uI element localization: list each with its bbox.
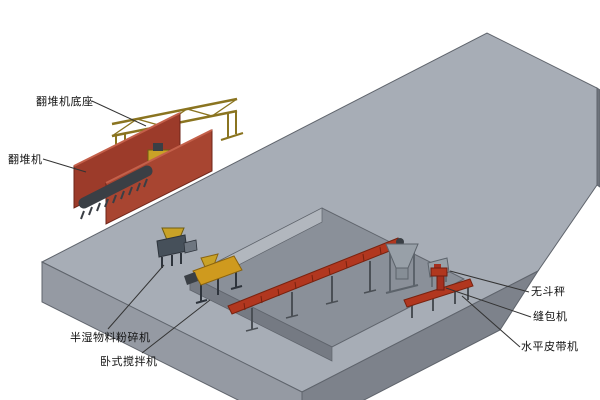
hbelt-belt — [403, 278, 474, 308]
turner-wall-back-top-edge — [73, 112, 181, 167]
label-turner: 翻堆机 — [8, 153, 43, 166]
label-turner-base: 翻堆机底座 — [36, 95, 94, 108]
mixer-motor — [184, 272, 198, 285]
crusher-motor — [183, 239, 198, 254]
conveyor-feet — [245, 289, 377, 332]
label-scale: 无斗秤 — [531, 285, 566, 298]
horizontal-belt-conveyor — [403, 278, 474, 318]
label-sewing-machine: 缝包机 — [533, 310, 568, 323]
label-mixer: 卧式搅拌机 — [100, 355, 158, 368]
weighing-hopper — [385, 243, 450, 294]
hopper-discharge-box — [395, 267, 409, 280]
crusher-legs — [161, 253, 182, 268]
leader-sewing — [445, 287, 532, 318]
conveyor-truss-ticks — [243, 246, 382, 311]
label-crusher: 半湿物料粉碎机 — [70, 331, 151, 344]
platform-right-face — [596, 87, 600, 188]
crusher — [156, 227, 198, 268]
leader-scale — [449, 270, 530, 293]
sewing-head — [430, 267, 448, 277]
leader-turner-base — [91, 100, 147, 127]
horizontal-mixer — [184, 253, 243, 304]
label-belt-conveyor: 水平皮带机 — [521, 340, 579, 353]
leader-belt — [461, 295, 521, 348]
conveyor-legs — [251, 261, 371, 330]
leader-lines — [42, 100, 532, 354]
scale-indicator — [434, 264, 441, 270]
mixer-legs — [200, 270, 237, 302]
bag-sewing-machine — [430, 267, 448, 291]
turner-wall-front-top-edge — [105, 129, 213, 184]
mixer-feet — [195, 285, 243, 304]
turner-rotor-teeth — [80, 178, 148, 220]
compost-turner — [73, 112, 213, 225]
leader-mixer — [141, 299, 211, 354]
turner-cart-motor — [153, 143, 163, 151]
leader-turner — [42, 158, 87, 173]
sewing-post — [436, 275, 445, 291]
leader-crusher — [107, 264, 165, 330]
pit-left-wall — [189, 275, 333, 362]
platform-left-face — [41, 261, 303, 400]
hbelt-legs — [411, 288, 469, 318]
hopper-frame-legs — [385, 250, 419, 294]
mixing-pit — [188, 207, 466, 362]
mixer-body — [192, 255, 243, 286]
turner-rotor — [78, 165, 153, 209]
